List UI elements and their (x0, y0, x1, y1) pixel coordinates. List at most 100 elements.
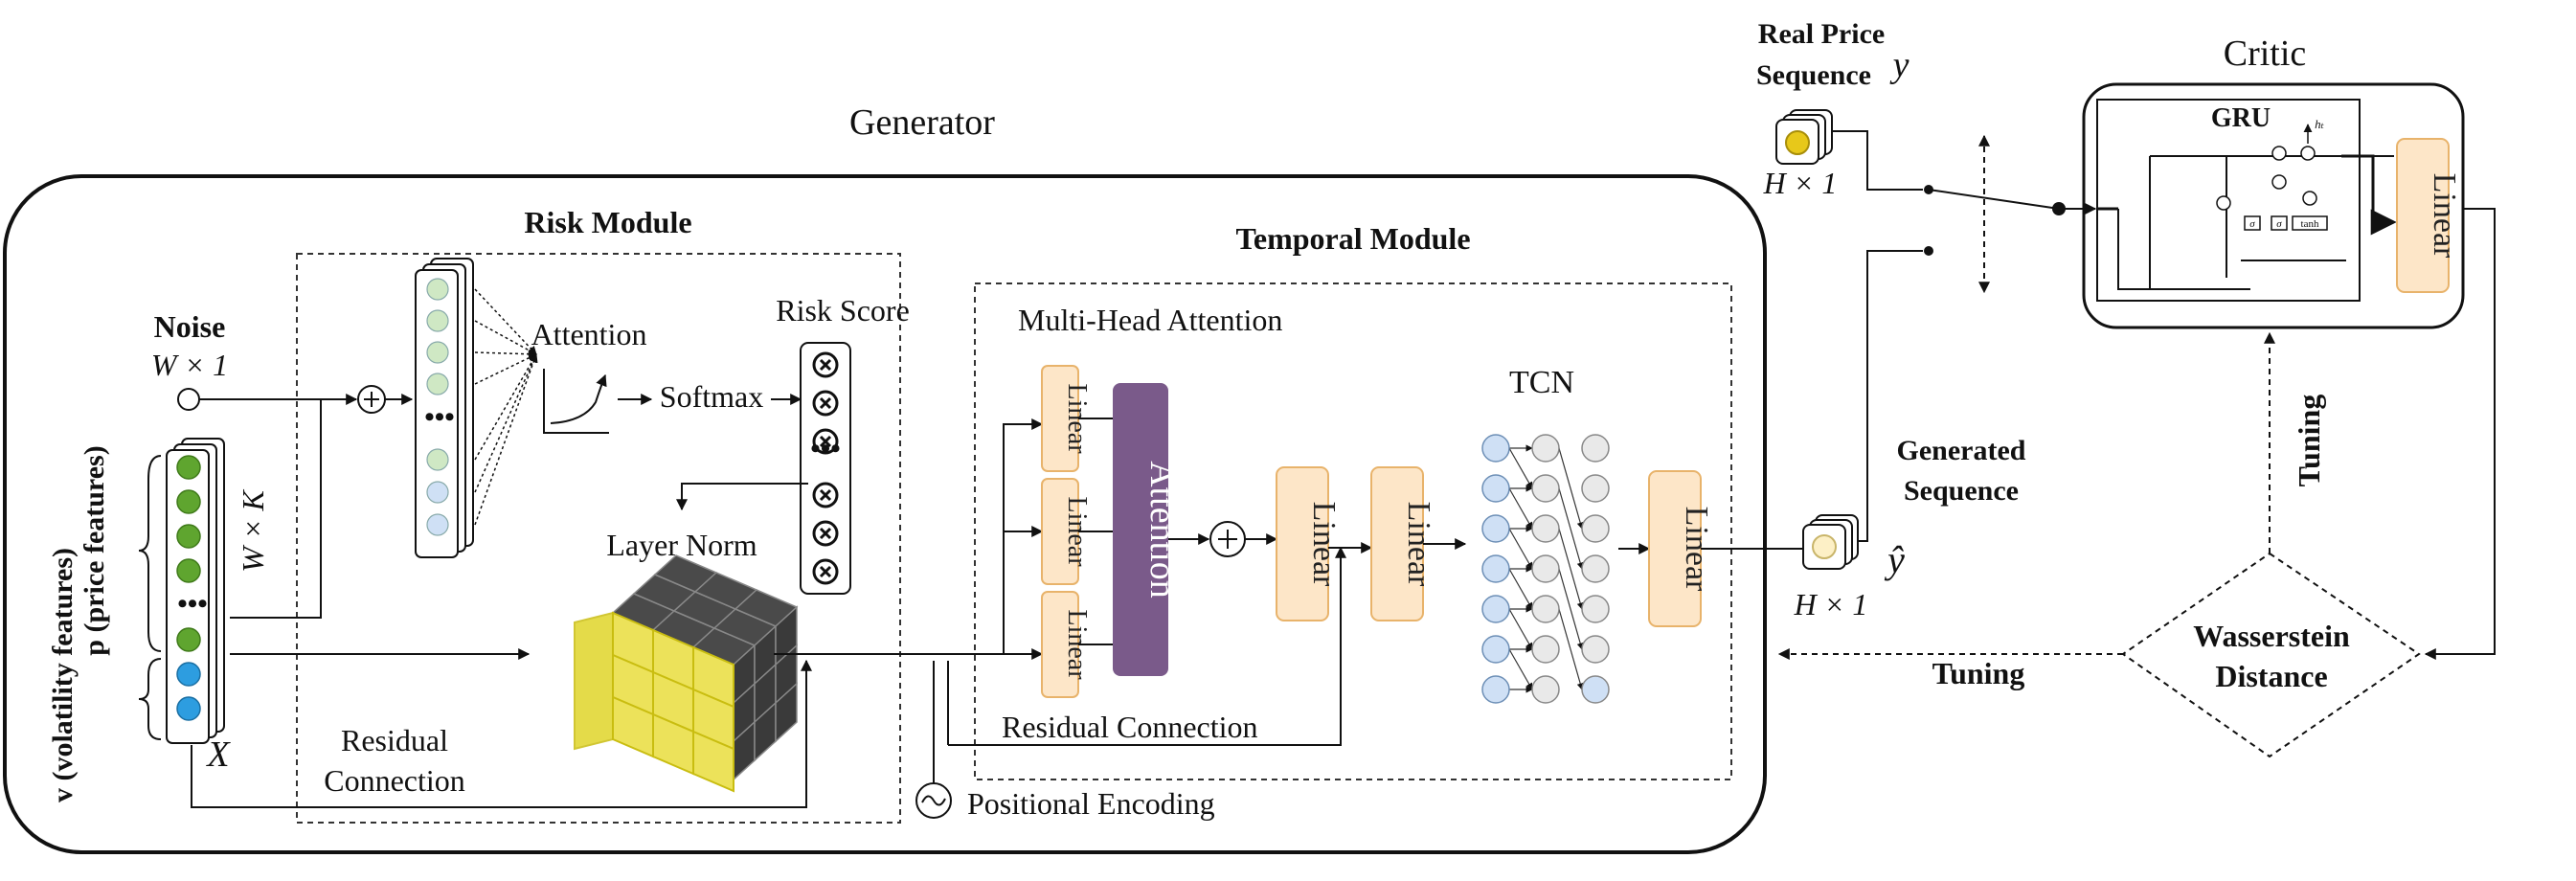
risk-weighted-cube (574, 554, 799, 793)
real-sequence-icon (1775, 109, 1833, 165)
tcn-edge (1508, 648, 1533, 690)
tcn-node (1481, 675, 1510, 704)
score-to-layernorm-arrow (676, 483, 808, 511)
input-feature-stack (166, 438, 225, 744)
embedding-dot (426, 513, 449, 536)
wasserstein-distance-node (2121, 552, 2421, 758)
risk-module-frame (296, 253, 901, 824)
real-to-switch-line (1832, 130, 1923, 191)
temporal-linear-1: Linear (1276, 466, 1342, 621)
tcn-node (1481, 595, 1510, 623)
cube-side-face (775, 682, 798, 743)
tcn-edge (1558, 487, 1584, 570)
generator-frame (3, 174, 1767, 854)
input-dim: W × K (236, 489, 270, 573)
tuning-generator-label: Tuning (1932, 656, 2025, 690)
tcn-node (1531, 434, 1560, 463)
tcn-node (1531, 675, 1560, 704)
svg-text:Linear: Linear (2427, 173, 2462, 259)
risk-residual-label-2: Connection (324, 763, 465, 798)
attention-fan-arrow (474, 320, 537, 355)
generated-sequence-dim: H × 1 (1794, 587, 1868, 621)
gru-label: GRU (2211, 103, 2271, 133)
tcn-node (1531, 514, 1560, 543)
tcn-node (1581, 554, 1610, 583)
tcn-network (1481, 434, 1610, 704)
svg-text:Linear: Linear (1306, 502, 1342, 587)
embedding-dot (426, 278, 449, 301)
tcn-node (1531, 474, 1560, 503)
gru-sigma-1: σ (2249, 218, 2255, 230)
input-to-sum-line (230, 399, 322, 619)
temporal-module-title: Temporal Module (1235, 221, 1470, 256)
real-sequence-symbol: y (1889, 45, 1909, 85)
risk-residual-label-1: Residual (341, 723, 448, 757)
tcn-node (1481, 554, 1510, 583)
softmax-label: Softmax (660, 379, 763, 414)
critic-frame (2082, 82, 2465, 329)
critic-linear: Linear (2396, 138, 2462, 293)
input-feature-dot (176, 489, 201, 514)
generator-title: Generator (849, 102, 995, 143)
attention-block: Attention (1113, 383, 1183, 676)
price-features-label: p (price features) (79, 445, 110, 655)
input-feature-dot (176, 455, 201, 480)
switch-arm (1928, 189, 2060, 210)
embedding-dot (426, 448, 449, 471)
noise-label: Noise (154, 309, 226, 344)
tcn-node (1481, 514, 1510, 543)
risk-score-ellipsis: ••• (810, 433, 841, 464)
price-brace (138, 455, 162, 652)
wasserstein-label-2: Distance (2215, 659, 2327, 693)
to-linear-1-arrow (1003, 418, 1044, 654)
positional-encoding-label: Positional Encoding (967, 786, 1215, 821)
tcn-node (1481, 635, 1510, 664)
tcn-node (1581, 434, 1610, 463)
generated-sequence-icon (1802, 514, 1859, 570)
real-sequence-label-1: Real Price (1758, 18, 1885, 50)
noise-node (177, 388, 200, 411)
mha-label: Multi-Head Attention (1018, 303, 1282, 337)
real-sequence-label-2: Sequence (1756, 59, 1871, 91)
risk-score-vector (800, 342, 851, 595)
svg-text:Attention: Attention (1142, 461, 1183, 599)
generated-sequence-label-2: Sequence (1904, 475, 2019, 507)
tcn-node (1581, 675, 1610, 704)
generated-to-switch-line (1858, 250, 1923, 542)
tcn-node (1481, 474, 1510, 503)
gru-to-linear-arrow (2341, 154, 2397, 236)
attention-fan-arrow (474, 350, 537, 359)
tcn-edge (1508, 608, 1533, 650)
attention-curve-icon (543, 369, 609, 434)
input-feature-dot (176, 696, 201, 721)
mha-linear-1: Linear (1041, 365, 1092, 472)
embedding-dot (426, 373, 449, 395)
tcn-label: TCN (1509, 365, 1574, 400)
attention-fan-arrow (474, 353, 538, 526)
tcn-edge (1508, 487, 1533, 530)
temporal-module-frame (974, 282, 1732, 780)
input-feature-dot (176, 558, 201, 583)
risk-module-title: Risk Module (524, 205, 691, 239)
tcn-edge (1558, 447, 1584, 530)
attention-fan-arrow (474, 288, 537, 355)
tcn-node (1531, 595, 1560, 623)
tcn-node (1581, 595, 1610, 623)
input-ellipsis: ••• (177, 588, 208, 620)
volatility-brace (138, 658, 162, 740)
tuning-critic-label: Tuning (2292, 395, 2326, 487)
tcn-node (1581, 474, 1610, 503)
tcn-edge (1508, 528, 1533, 570)
embedding-ellipsis: ••• (424, 401, 455, 433)
temporal-linear-3: Linear (1648, 470, 1714, 627)
input-feature-dot (176, 627, 201, 652)
attention-label: Attention (531, 317, 647, 351)
critic-title: Critic (2224, 34, 2307, 74)
attention-fan-arrows (474, 288, 538, 526)
real-sequence-dim: H × 1 (1763, 166, 1838, 200)
attention-fan-arrow (474, 353, 537, 461)
risk-residual-arrow (191, 659, 812, 808)
input-feature-dot (176, 524, 201, 549)
embedding-stack (415, 258, 474, 558)
